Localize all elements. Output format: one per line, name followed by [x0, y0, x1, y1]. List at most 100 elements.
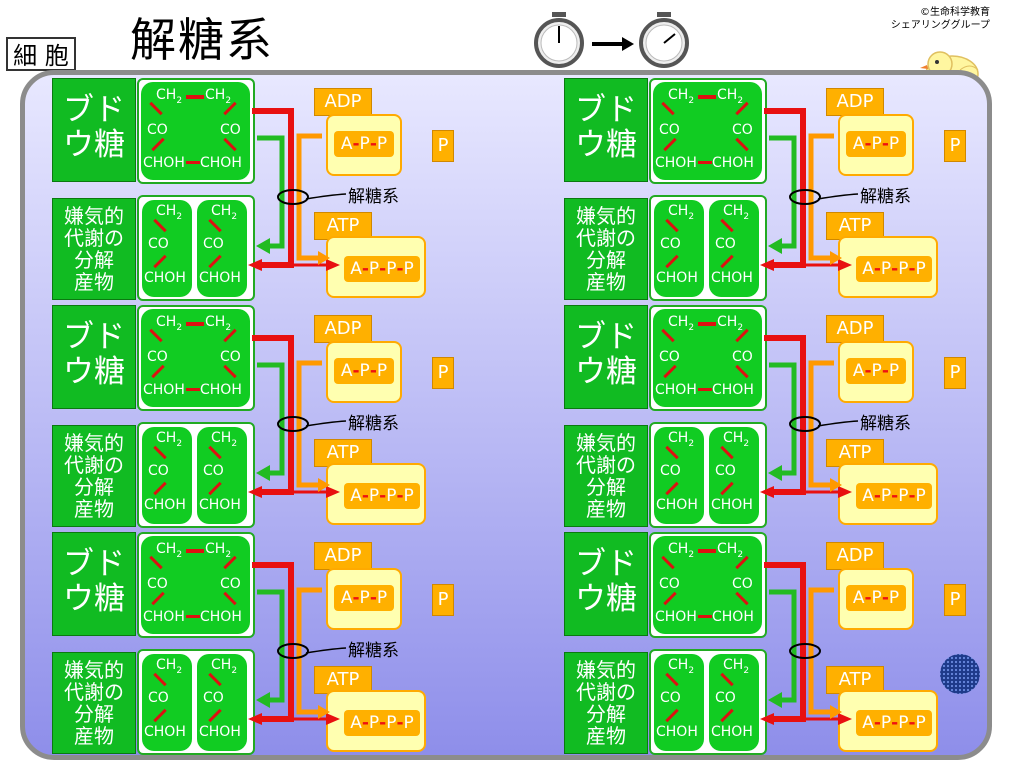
choh-label: CHOH — [711, 724, 753, 740]
choh-label: CHOH — [711, 497, 753, 513]
co-label: CO — [715, 463, 736, 479]
bond-dot: - — [352, 134, 360, 154]
co-label: CO — [660, 690, 681, 706]
choh-label: CHOH — [656, 270, 698, 286]
bond-dot: - — [864, 134, 872, 154]
subscript-2: 2 — [231, 438, 238, 449]
cell-label: 細 胞 — [6, 37, 76, 71]
product-label-line: 分解 — [74, 248, 114, 272]
co-label: CO — [715, 690, 736, 706]
pill-letter: A — [350, 259, 362, 279]
product-label-line: 代謝の — [576, 226, 636, 250]
phosphate-label: P — [944, 357, 966, 389]
product-label-line: 嫌気的 — [64, 431, 124, 455]
stopwatch-icon — [639, 12, 689, 68]
credit-line: ©生命科学教育 — [920, 7, 990, 18]
product-label-line: 嫌気的 — [576, 204, 636, 228]
product-label-line: 産物 — [74, 270, 114, 294]
ch-text: CH — [717, 541, 738, 557]
leader-line — [305, 193, 347, 200]
subscript-2: 2 — [737, 549, 744, 560]
pill-letter: P — [880, 713, 892, 733]
co-label: CO — [203, 463, 224, 479]
product-label: 嫌気的代謝の分解産物 — [564, 198, 648, 300]
ch-text: CH — [211, 203, 232, 219]
pill-letter: P — [888, 588, 900, 608]
reaction-arrows — [760, 562, 852, 725]
leader-line — [817, 193, 859, 200]
stopwatch-icon — [534, 12, 584, 68]
phosphate-label: P — [944, 130, 966, 162]
pill-letter: A — [852, 588, 865, 608]
subscript-2: 2 — [743, 211, 750, 222]
choh-label: CHOH — [200, 609, 242, 625]
pill-letter: P — [871, 588, 882, 608]
product-label-line: 産物 — [74, 497, 114, 521]
cell-membrane — [20, 70, 992, 760]
pill-letter: A — [350, 713, 362, 733]
bond-dot: - — [369, 588, 377, 608]
pill-letter: P — [403, 486, 414, 506]
ch2-label: CH2 — [211, 657, 237, 676]
product-label-line: 分解 — [74, 702, 114, 726]
bond-dot: - — [361, 486, 369, 506]
bond-dot: - — [379, 713, 387, 733]
bond-dot: - — [396, 713, 404, 733]
subscript-2: 2 — [225, 322, 232, 333]
product-molecule — [142, 427, 192, 524]
co-label: CO — [715, 236, 736, 252]
pill-letter: P — [368, 259, 380, 279]
ch-text: CH — [723, 430, 744, 446]
bond-line — [698, 388, 712, 391]
bond-line — [186, 322, 204, 326]
glucose-label-line: ブド — [575, 546, 637, 582]
bond-line — [698, 95, 716, 99]
pill-letter: P — [359, 134, 370, 154]
pill-letter: A — [852, 134, 865, 154]
glucose-label-line: ブド — [63, 546, 125, 582]
atp-molecule: A-P-P-P — [344, 483, 420, 509]
product-label: 嫌気的代謝の分解産物 — [564, 425, 648, 527]
choh-label: CHOH — [711, 270, 753, 286]
reaction-arrows — [248, 335, 340, 498]
bond-line — [698, 549, 716, 553]
bond-line — [186, 615, 200, 618]
ch2-label: CH2 — [668, 657, 694, 676]
product-label-line: 代謝の — [576, 453, 636, 477]
ch2-label: CH2 — [668, 203, 694, 222]
reaction-arrows — [248, 108, 340, 271]
pill-letter: P — [880, 259, 892, 279]
glucose-label-line: ブド — [575, 319, 637, 355]
choh-label: CHOH — [144, 270, 186, 286]
pill-letter: P — [386, 713, 397, 733]
product-label: 嫌気的代謝の分解産物 — [564, 652, 648, 754]
bond-dot: - — [873, 486, 881, 506]
adp-label: ADP — [826, 542, 884, 570]
ch-text: CH — [668, 87, 689, 103]
ch2-label: CH2 — [156, 541, 182, 560]
co-label: CO — [220, 349, 241, 365]
choh-label: CHOH — [199, 724, 241, 740]
bond-dot: - — [873, 713, 881, 733]
reaction-arrows — [760, 108, 852, 271]
dotted-ball-icon — [940, 654, 980, 694]
atp-molecule: A-P-P-P — [856, 710, 932, 736]
atp-molecule: A-P-P-P — [344, 710, 420, 736]
choh-label: CHOH — [143, 155, 185, 171]
glycolysis-label: 解糖系 — [348, 414, 399, 434]
pill-letter: P — [403, 713, 414, 733]
product-label-line: 産物 — [586, 497, 626, 521]
product-label-line: 分解 — [586, 475, 626, 499]
glucose-label-line: ブド — [63, 92, 125, 128]
ch2-label: CH2 — [668, 87, 694, 106]
subscript-2: 2 — [743, 665, 750, 676]
atp-label: ATP — [314, 212, 372, 240]
product-molecule — [709, 427, 759, 524]
bond-dot: - — [873, 259, 881, 279]
bond-dot: - — [369, 361, 377, 381]
ch-text: CH — [205, 314, 226, 330]
